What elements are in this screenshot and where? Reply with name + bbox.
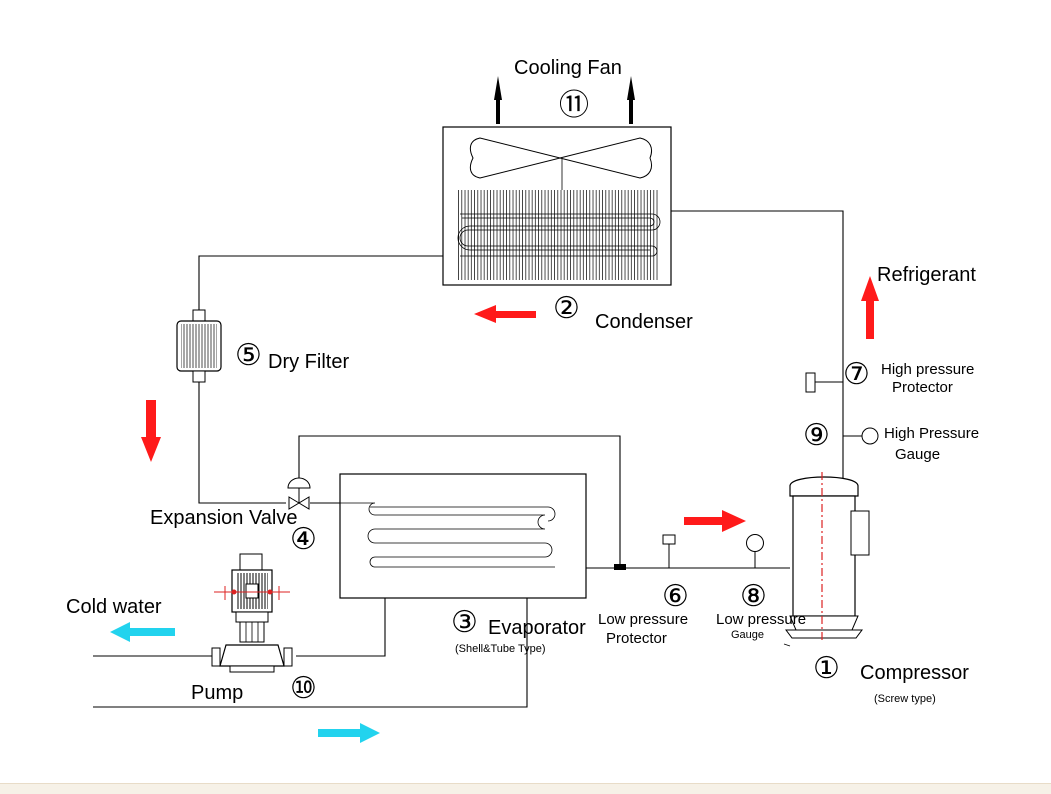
dry-filter-unit [176,309,222,383]
pump-label: Pump [191,682,243,704]
expansion-valve-icon [287,477,311,510]
air-flow-arrows [494,76,635,124]
evaporator-type-label: (Shell&Tube Type) [455,643,546,655]
dry-filter-label: Dry Filter [268,351,349,373]
high-pressure-protector-label-line2: Protector [892,379,953,396]
condenser-unit [442,126,672,286]
expansion-valve-label: Expansion Valve [150,507,298,529]
low-pressure-gauge-icon [746,534,764,568]
high-pressure-protector-label-line1: High pressure [881,361,974,378]
low-pressure-protector-label-line1: Low pressure [598,611,688,628]
marker-evaporator: ③ [451,605,478,640]
cold-water-label: Cold water [66,596,162,618]
marker-pump: ⑩ [290,671,317,706]
marker-compressor: ① [813,651,840,686]
high-pressure-protector-icon [805,372,843,393]
high-pressure-gauge-icon [843,427,879,445]
marker-low-pressure-gauge: ⑧ [740,579,767,614]
water-flow-arrows [110,622,380,743]
refrigerant-label: Refrigerant [877,264,976,286]
marker-high-pressure-protector: ⑦ [843,357,870,392]
low-pressure-gauge-label-line1: Low pressure [716,611,806,628]
compressor-type-label: (Screw type) [874,693,936,705]
cooling-fan-icon [469,137,653,190]
evaporator-unit [339,473,626,599]
evaporator-label: Evaporator [488,617,586,639]
cooling-fan-label: Cooling Fan [514,57,622,79]
marker-condenser: ② [553,291,580,326]
high-pressure-gauge-label-line1: High Pressure [884,425,979,442]
marker-dry-filter: ⑤ [235,338,262,373]
marker-high-pressure-gauge: ⑨ [803,418,830,453]
condenser-label: Condenser [595,311,693,333]
marker-cooling-fan: ⑪ [559,88,589,123]
pump-unit [211,553,293,673]
compressor-unit [783,472,870,647]
high-pressure-gauge-label-line2: Gauge [895,446,940,463]
low-pressure-protector-label-line2: Protector [606,630,667,647]
water-piping [93,598,528,708]
refrigerant-piping [198,210,844,569]
refrigerant-flow-arrows [141,276,879,532]
compressor-label: Compressor [860,662,969,684]
low-pressure-protector-icon [662,534,676,568]
low-pressure-gauge-label-line2: Gauge [731,629,764,641]
marker-expansion-valve: ④ [290,522,317,557]
bottom-band [0,783,1051,794]
marker-low-pressure-protector: ⑥ [662,579,689,614]
